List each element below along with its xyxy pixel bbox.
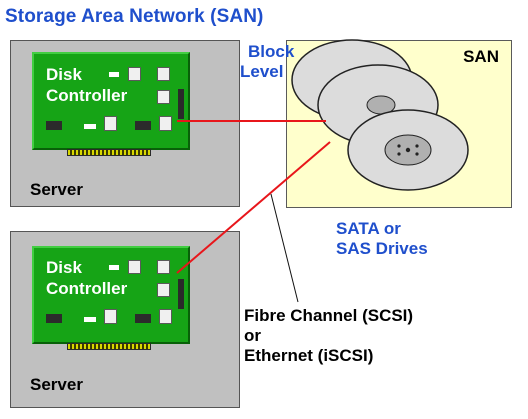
card-chip (157, 90, 170, 104)
server-2: Disk Controller Server (10, 231, 240, 408)
disk-controller-card: Disk Controller (32, 246, 190, 344)
drives-label-line2: SAS Drives (336, 239, 428, 258)
card-label-line2: Controller (46, 86, 128, 105)
card-chip (135, 314, 151, 323)
block-level-label-line2: Level (240, 62, 284, 81)
card-chip (84, 124, 96, 129)
card-chip (157, 67, 170, 81)
card-edge-connector (67, 149, 151, 156)
card-chip (135, 121, 151, 130)
card-label-line1: Disk (46, 65, 82, 84)
drives-label-line1: SATA or (336, 219, 401, 238)
card-chip (157, 283, 170, 297)
server-label: Server (30, 375, 83, 394)
san-box: SAN (286, 40, 512, 208)
card-chip (84, 317, 96, 322)
disk-controller-card: Disk Controller (32, 52, 190, 150)
connection-label-line2: or (244, 326, 261, 345)
card-chip (128, 260, 141, 274)
card-chip (159, 309, 172, 324)
card-bracket (178, 89, 184, 119)
server-1: Disk Controller Server (10, 40, 240, 207)
card-label-line2: Controller (46, 279, 128, 298)
page-title: Storage Area Network (SAN) (5, 6, 264, 27)
connection-label-line1: Fibre Channel (SCSI) (244, 306, 414, 325)
card-chip (157, 260, 170, 274)
card-chip (159, 116, 172, 131)
connection-label-line3: Ethernet (iSCSI) (244, 346, 374, 365)
card-chip (46, 314, 62, 323)
card-chip (104, 116, 117, 131)
card-edge-connector (67, 343, 151, 350)
card-chip (109, 72, 119, 77)
server-label: Server (30, 180, 83, 199)
san-label: SAN (463, 47, 499, 66)
card-chip (46, 121, 62, 130)
card-chip (128, 67, 141, 81)
card-bracket (178, 279, 184, 309)
leader-line (270, 193, 299, 303)
card-chip (109, 265, 119, 270)
card-label-line1: Disk (46, 258, 82, 277)
block-level-label-line1: Block (248, 42, 295, 61)
card-chip (104, 309, 117, 324)
